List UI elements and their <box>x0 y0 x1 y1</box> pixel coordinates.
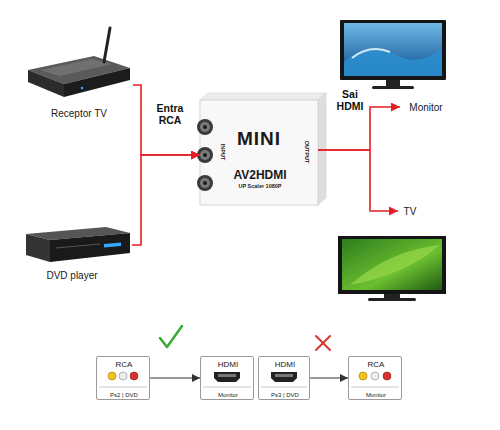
rca-plug <box>383 372 391 380</box>
dvd-tray <box>56 244 100 248</box>
dvd-display <box>104 243 121 248</box>
device-type: Monitor <box>366 392 386 399</box>
brand-label: MINI <box>237 129 281 150</box>
card-divider <box>99 387 147 388</box>
connector-arrow <box>132 155 200 245</box>
connector-arrow <box>318 150 398 211</box>
monitor-screen <box>344 23 442 76</box>
card-divider <box>261 387 307 388</box>
converter-top <box>200 93 326 100</box>
monitor-wave <box>344 48 442 76</box>
rca-jack <box>197 119 213 135</box>
rca-jack <box>200 150 210 160</box>
rca-jack <box>200 178 210 188</box>
tv-base <box>368 298 416 301</box>
device-label: Monitor <box>409 102 442 113</box>
receiver-antenna <box>104 28 110 62</box>
check-mark <box>160 326 182 347</box>
rca-plug <box>359 372 367 380</box>
connector-type: RCA <box>116 361 133 370</box>
dvd-player: DVD player <box>22 222 132 284</box>
dvd-front <box>50 233 130 262</box>
receiver-panel <box>40 59 112 76</box>
monitor-bezel <box>340 20 446 80</box>
rca-plug <box>130 372 138 380</box>
device-label: TV <box>404 206 417 217</box>
card-divider <box>351 387 399 388</box>
edge-label: Entra RCA <box>148 102 192 126</box>
tv-stand <box>384 294 400 298</box>
tv-bezel <box>338 236 446 294</box>
converter-side <box>318 93 326 205</box>
monitor-base <box>372 86 414 89</box>
card-divider <box>203 387 251 388</box>
device-label: DVD player <box>46 270 97 281</box>
rca-jack <box>197 147 213 163</box>
model-label: AV2HDMI <box>233 169 286 182</box>
connector-card: HDMI Ps3 | DVD <box>258 356 310 400</box>
edge-label: Sai HDMI <box>332 88 368 112</box>
connector-type: HDMI <box>218 361 238 370</box>
connector-type: HDMI <box>275 361 295 370</box>
port-label: OUTPUT <box>304 141 310 164</box>
connector-arrow <box>133 85 200 155</box>
hdmi-icon <box>271 372 297 382</box>
rca-jack <box>203 181 207 185</box>
connector-card: RCA Monitor <box>348 356 402 400</box>
port-label: INPUT <box>220 144 226 161</box>
converter-box: INPUT MINI AV2HDMIUP Scaler 1080P OUTPUT <box>200 100 318 205</box>
receiver-led <box>81 87 83 89</box>
rca-plug <box>119 372 127 380</box>
rca-jack <box>203 153 207 157</box>
rca-plug <box>108 372 116 380</box>
set-top-box: Receptor TV <box>25 25 133 125</box>
converter-face <box>200 100 318 205</box>
hdmi-icon <box>214 372 240 382</box>
tv-leaf <box>350 245 440 285</box>
tv: TV <box>398 202 422 220</box>
monitor: Monitor <box>400 98 452 116</box>
rca-jack <box>197 175 213 191</box>
connector-type: RCA <box>368 361 385 370</box>
monitor-stand <box>386 80 400 86</box>
rca-jack <box>200 122 210 132</box>
hdmi-icon <box>218 374 236 377</box>
device-type: Ps2 | DVD <box>110 392 138 399</box>
rca-plug <box>371 372 379 380</box>
connector-arrow <box>318 107 400 150</box>
cross-mark <box>316 336 330 350</box>
hdmi-icon <box>275 374 293 377</box>
connector-card: HDMI Monitor <box>200 356 254 400</box>
connector-card: RCA Ps2 | DVD <box>96 356 150 400</box>
dvd-side <box>26 234 50 262</box>
cross-mark <box>316 336 330 350</box>
connector-arrow <box>150 377 200 378</box>
spec-label: UP Scaler 1080P <box>238 183 281 189</box>
receiver-front <box>64 68 130 97</box>
rca-jack <box>203 125 207 129</box>
tv-screen <box>342 239 442 290</box>
device-type: Ps3 | DVD <box>271 392 299 399</box>
monitor-foam <box>352 49 390 58</box>
rca-jacks <box>197 119 213 191</box>
device-label: Receptor TV <box>51 108 107 119</box>
connector-arrow <box>310 377 348 378</box>
receiver-side <box>28 70 64 97</box>
device-type: Monitor <box>218 392 238 399</box>
